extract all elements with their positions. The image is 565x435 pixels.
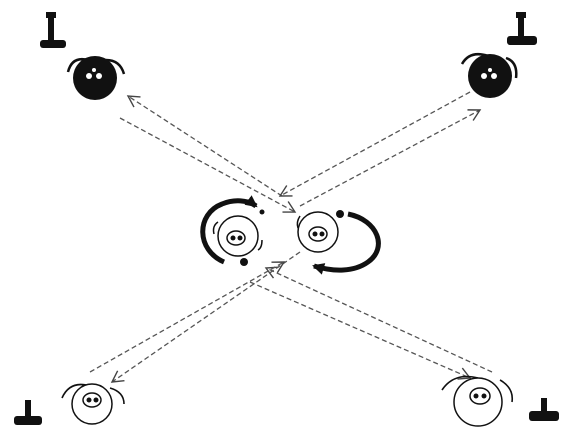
pass-line-bottom-left bbox=[90, 252, 300, 382]
player-top-left bbox=[68, 56, 124, 100]
pass-line-top-right bbox=[280, 92, 480, 206]
cone-bottom-left bbox=[14, 400, 42, 425]
player-bottom-left bbox=[62, 384, 124, 424]
ball-center-dot bbox=[260, 210, 265, 215]
player-top-right bbox=[462, 54, 516, 98]
pass-line-bottom-right bbox=[250, 268, 492, 378]
player-center-left bbox=[214, 216, 263, 256]
player-center-right bbox=[297, 212, 338, 252]
ball-center-bottom bbox=[240, 258, 248, 266]
cone-top-right bbox=[507, 12, 537, 45]
cone-top-left bbox=[40, 12, 66, 48]
pass-line-top-left bbox=[120, 96, 295, 212]
player-bottom-right bbox=[442, 377, 512, 427]
ball-center-top bbox=[336, 210, 344, 218]
cone-bottom-right bbox=[529, 398, 559, 421]
